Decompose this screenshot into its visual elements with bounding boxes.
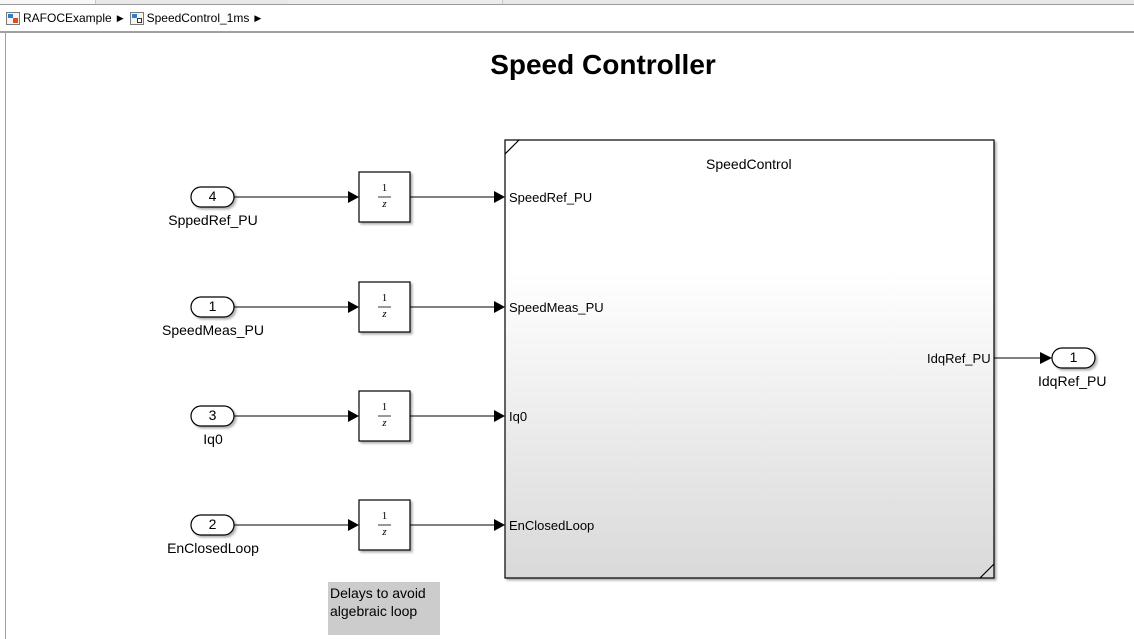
inport-number: 3 bbox=[208, 407, 217, 423]
outport-number: 1 bbox=[1069, 349, 1078, 365]
arrowhead-icon bbox=[1040, 352, 1052, 364]
canvas-border bbox=[5, 31, 6, 639]
subsystem-corner-mark bbox=[504, 139, 520, 155]
arrowhead-icon bbox=[494, 191, 505, 203]
subsystem-input-port-label: Iq0 bbox=[509, 409, 528, 424]
delay-denominator: z bbox=[382, 198, 387, 210]
delay-denominator: z bbox=[382, 417, 387, 429]
outport-block[interactable] bbox=[1051, 347, 1096, 369]
subsystem-output-port-label: IdqRef_PU bbox=[927, 351, 991, 366]
inport-number: 4 bbox=[208, 188, 217, 204]
signal-row bbox=[190, 390, 505, 442]
breadcrumb-arrow-icon[interactable]: ▶ bbox=[254, 12, 262, 23]
delay-denominator: z bbox=[382, 308, 387, 320]
arrowhead-icon bbox=[348, 519, 359, 531]
signal-row bbox=[190, 281, 505, 333]
annotation-note[interactable]: Delays to avoid algebraic loop bbox=[328, 582, 440, 635]
subsystem-corner-mark bbox=[979, 563, 995, 579]
arrowhead-icon bbox=[494, 301, 505, 313]
model-icon bbox=[6, 11, 20, 25]
inport-number: 2 bbox=[208, 516, 217, 532]
diagram-title: Speed Controller bbox=[490, 49, 716, 80]
arrowhead-icon bbox=[348, 301, 359, 313]
inport-name: Iq0 bbox=[203, 431, 223, 447]
arrowhead-icon bbox=[494, 410, 505, 422]
delay-numerator: 1 bbox=[381, 182, 388, 194]
breadcrumb-label: RAFOCExample bbox=[23, 11, 112, 25]
delay-numerator: 1 bbox=[381, 401, 388, 413]
outport-name: IdqRef_PU bbox=[1038, 373, 1107, 389]
breadcrumb-label: SpeedControl_1ms bbox=[146, 11, 250, 25]
subsystem-input-port-label: SpeedRef_PU bbox=[509, 190, 593, 205]
inport-number: 1 bbox=[208, 298, 217, 314]
arrowhead-icon bbox=[494, 519, 505, 531]
tab-strip bbox=[0, 0, 1134, 5]
signal-row bbox=[190, 499, 505, 551]
breadcrumb-item-subsystem[interactable]: SpeedControl_1ms ▶ bbox=[129, 11, 264, 25]
subsystem-name: SpeedControl bbox=[706, 156, 792, 172]
arrowhead-icon bbox=[348, 410, 359, 422]
tab-1[interactable] bbox=[0, 0, 96, 4]
subsystem-input-port-label: SpeedMeas_PU bbox=[509, 300, 604, 315]
signal-row bbox=[190, 171, 505, 223]
inport-name: SppedRef_PU bbox=[168, 212, 258, 228]
arrowhead-icon bbox=[348, 191, 359, 203]
signal-line-output[interactable] bbox=[994, 352, 1052, 364]
unit-delay-block[interactable] bbox=[358, 171, 411, 223]
delay-denominator: z bbox=[382, 526, 387, 538]
breadcrumb-arrow-icon[interactable]: ▶ bbox=[116, 12, 124, 23]
delay-numerator: 1 bbox=[381, 292, 388, 304]
inport-name: SpeedMeas_PU bbox=[162, 322, 264, 338]
subsystem-icon bbox=[129, 11, 144, 25]
breadcrumb-item-model[interactable]: RAFOCExample ▶ bbox=[6, 11, 126, 25]
subsystem-input-port-label: EnClosedLoop bbox=[509, 518, 595, 533]
inport-name: EnClosedLoop bbox=[167, 540, 259, 556]
delay-numerator: 1 bbox=[381, 510, 388, 522]
breadcrumb: RAFOCExample ▶ SpeedControl_1ms ▶ bbox=[0, 5, 1134, 33]
tab-2[interactable] bbox=[288, 0, 503, 4]
subsystem-block-speedcontrol[interactable] bbox=[504, 139, 995, 579]
